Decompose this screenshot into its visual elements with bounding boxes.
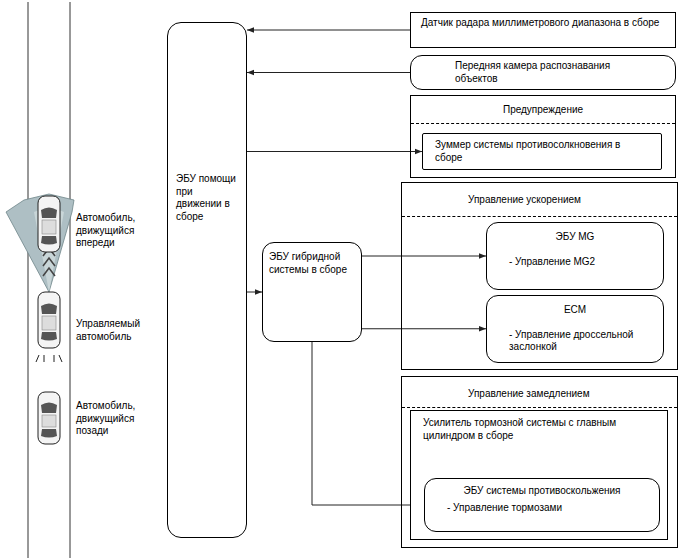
car-front (38, 196, 60, 252)
signal-arrow (247, 30, 410, 31)
motion-marks (36, 355, 62, 362)
box-title: ЭБУ системы противоскольжения (435, 485, 649, 498)
ecu-box: ECM - Управление дроссельной заслонкой (486, 295, 664, 363)
box-title: Передняя камера распознавания объектов (455, 60, 635, 85)
function-band: ПредупреждениеЗуммер системы противосолк… (410, 95, 676, 178)
buzzer-box: Зуммер системы противосолкновения в сбор… (422, 133, 662, 170)
box-title: ЭБУ помощи при движении в сборе (176, 173, 240, 223)
road-edge (70, 2, 71, 558)
box-detail: - Управление тормозами (435, 502, 649, 515)
signal-arrow (247, 151, 422, 152)
signal-arrow (312, 342, 424, 505)
box-title: ЭБУ гибридной системы в сборе (269, 251, 355, 276)
box-detail: - Управление MG2 (497, 256, 653, 269)
box-title: Зуммер системы противосолкновения в сбор… (435, 139, 649, 164)
vehicle-label: Управляемый автомобиль (76, 318, 166, 343)
road-edge (28, 2, 29, 558)
box-title: ЭБУ MG (497, 231, 653, 244)
band-heading: Управление замедлением (402, 377, 677, 408)
box-title: ECM (497, 304, 653, 317)
radar-cone (6, 194, 74, 292)
function-band: Управление ускорениемЭБУ MG - Управление … (401, 182, 678, 370)
car-rear (38, 392, 60, 444)
ecu-box: ЭБУ MG - Управление MG2 (486, 222, 664, 290)
camera-box: Передняя камера распознавания объектов (410, 55, 676, 90)
function-band: Управление замедлениемУсилитель тормозно… (401, 376, 678, 548)
signal-arrow (247, 292, 262, 293)
ecu-box: ЭБУ помощи при движении в сборе (167, 22, 247, 538)
band-heading: Предупреждение (411, 96, 675, 124)
ecu-box: ЭБУ системы противоскольжения - Управлени… (424, 478, 660, 532)
car-controlled (38, 292, 60, 348)
signal-arrow (247, 72, 410, 73)
box-detail: - Управление дроссельной заслонкой (497, 329, 653, 354)
box-title: Усилитель тормозной системы с главным ци… (423, 417, 655, 442)
ecu-box: ЭБУ гибридной системы в сборе (262, 242, 362, 342)
assembly-box: Усилитель тормозной системы с главным ци… (410, 410, 668, 540)
vehicle-label: Автомобиль, движущийся впереди (76, 212, 166, 250)
signal-arrow (362, 256, 486, 257)
sensor-box: Датчик радара миллиметрового диапазона в… (410, 12, 676, 48)
vehicle-label: Автомобиль, движущийся позади (76, 400, 166, 438)
band-heading: Управление ускорением (402, 183, 677, 217)
box-title: Датчик радара миллиметрового диапазона в… (421, 17, 665, 30)
signal-arrow (362, 328, 486, 329)
